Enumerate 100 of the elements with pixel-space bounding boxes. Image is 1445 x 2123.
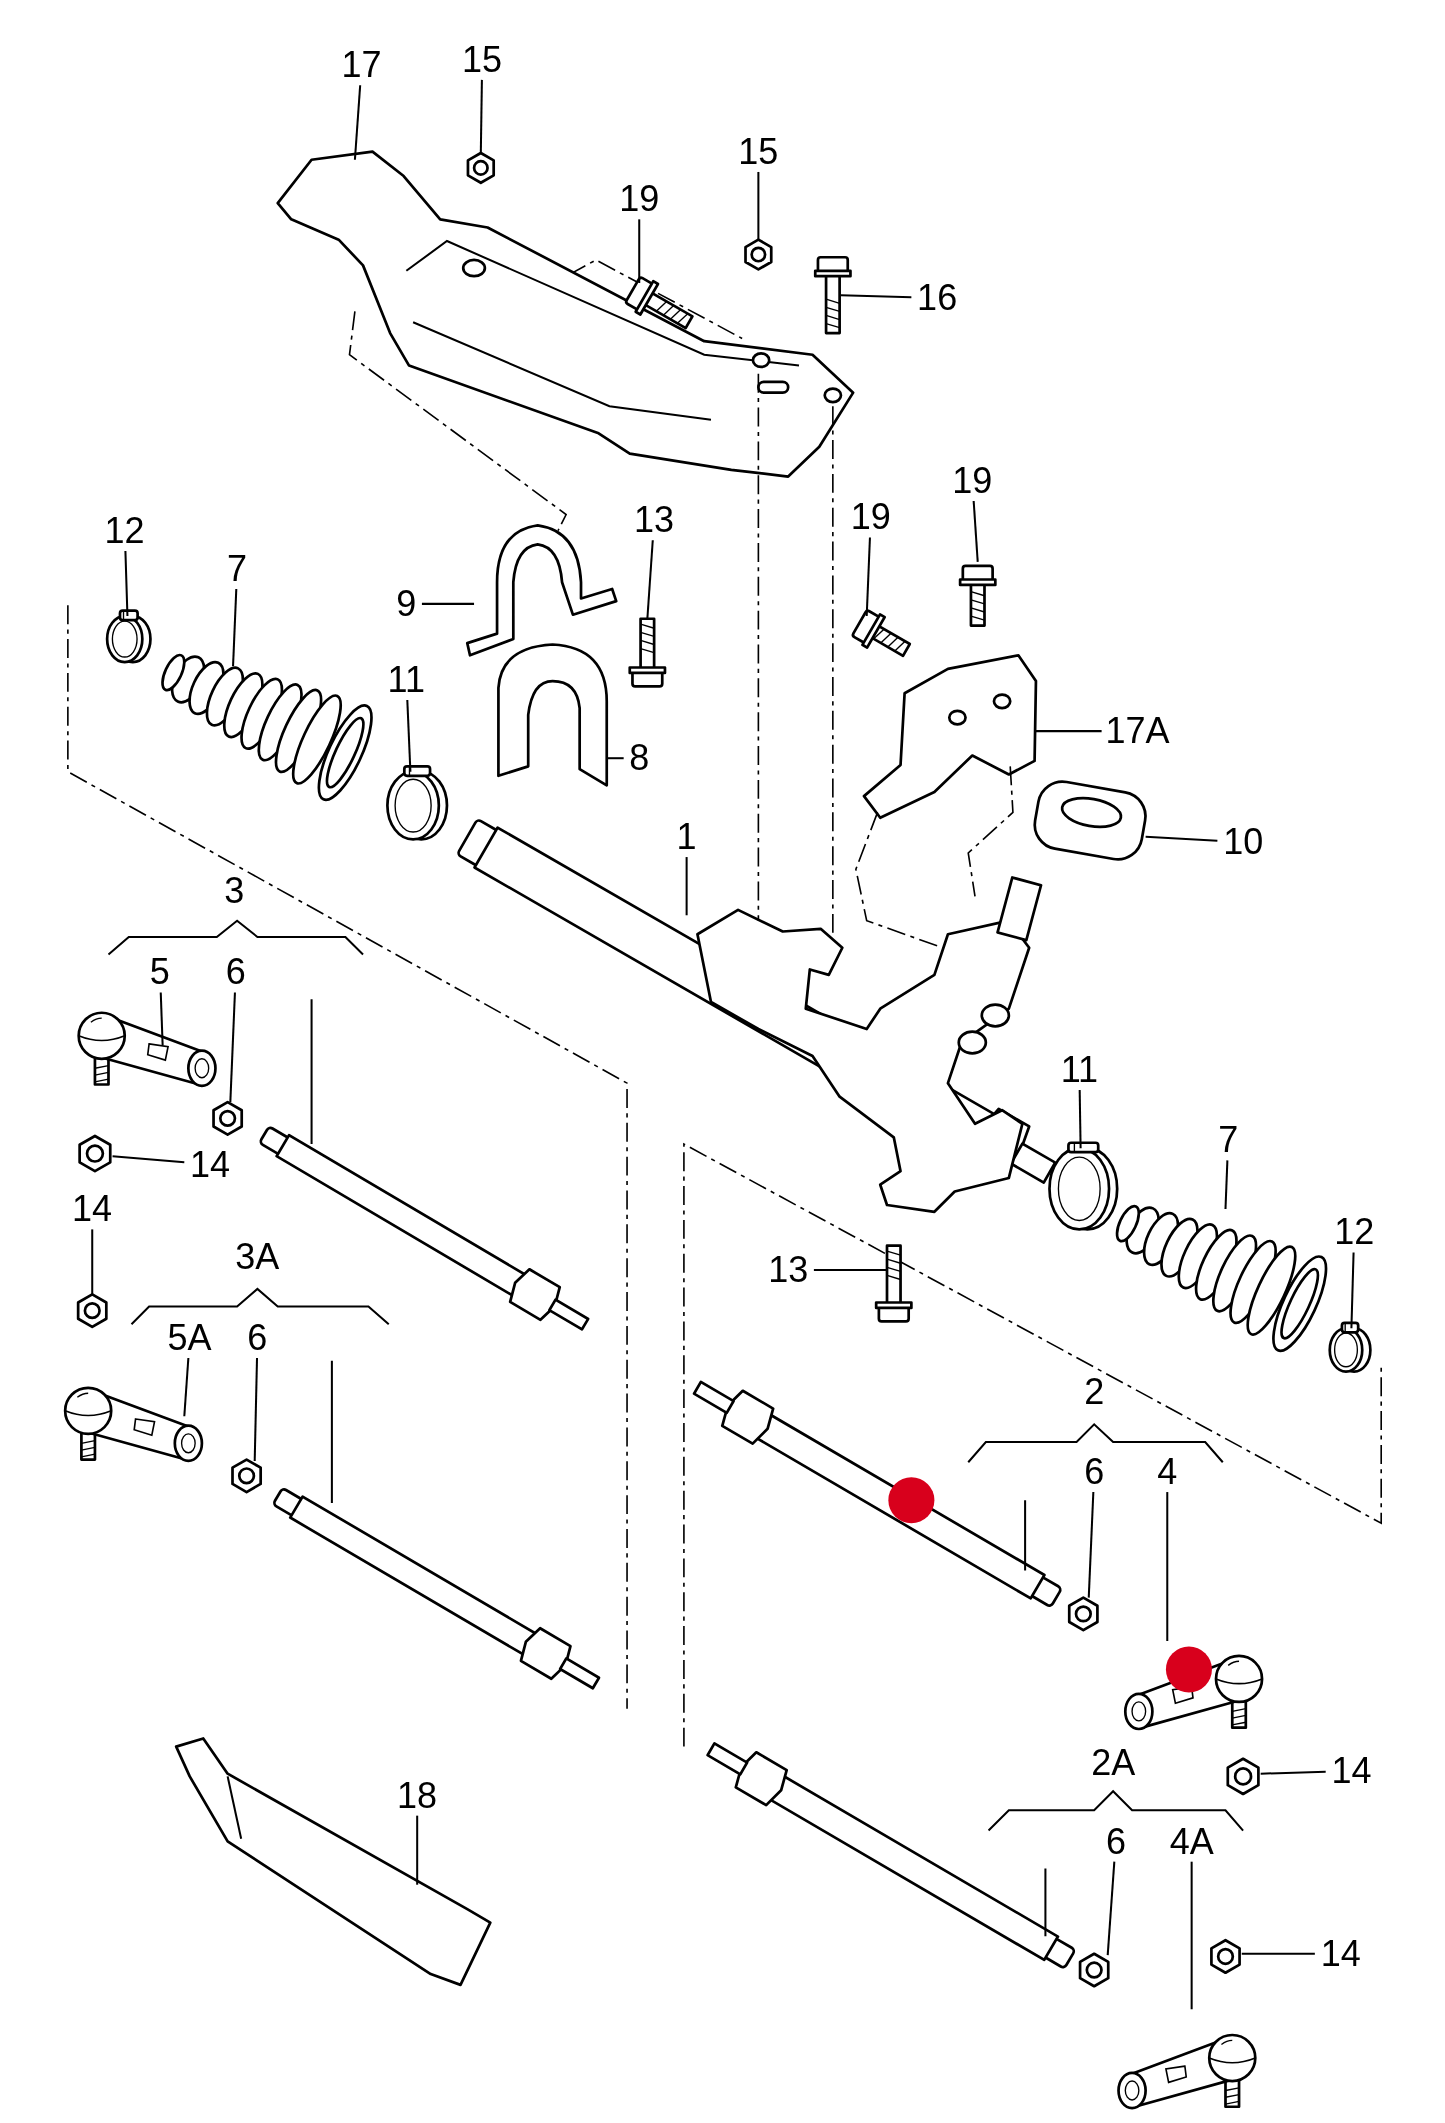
leader-line <box>1350 1252 1355 1329</box>
hex-nut <box>212 1100 244 1136</box>
tie-rod-end <box>77 1011 217 1088</box>
leader-line <box>646 540 654 619</box>
hose-clamp <box>386 765 449 841</box>
leader-line <box>479 79 483 153</box>
callout-number: 19 <box>619 181 660 218</box>
leader-line <box>406 699 412 772</box>
callout-number: 12 <box>104 512 145 549</box>
callout-number: 12 <box>1334 1214 1375 1251</box>
leader-line <box>1241 1952 1315 1955</box>
mounting-clamp <box>465 523 618 657</box>
leader-line <box>159 992 164 1046</box>
leader-line <box>91 1229 94 1295</box>
callout-number: 14 <box>1320 1936 1361 1973</box>
leader-line <box>183 1357 190 1417</box>
leader-line <box>840 294 912 299</box>
leader-line <box>416 1815 419 1885</box>
leader-line <box>813 1269 887 1272</box>
hex-nut <box>231 1458 263 1494</box>
leader-line <box>606 757 624 760</box>
assembly-guide-line <box>855 811 944 949</box>
hex-nut <box>744 238 773 271</box>
leader-line <box>1078 1089 1082 1149</box>
hex-nut <box>1210 1938 1241 1975</box>
callout-number: 4 <box>1157 1454 1178 1491</box>
hex-nut <box>1078 1952 1110 1988</box>
callout-number: 8 <box>629 740 650 777</box>
tie-rod-end <box>1117 2033 1257 2110</box>
callout-number: 3 <box>224 873 245 910</box>
hex-nut <box>78 1134 112 1173</box>
callout-number: 2A <box>1091 1745 1136 1782</box>
callout-number: 4A <box>1169 1823 1214 1860</box>
callout-number: 5 <box>149 954 170 991</box>
leader-line <box>1224 1160 1229 1210</box>
leader-line <box>1106 1861 1116 1956</box>
callout-number: 1 <box>676 818 697 855</box>
callout-number: 19 <box>952 462 993 499</box>
callout-number: 2 <box>1084 1374 1105 1411</box>
hex-nut <box>1067 1596 1099 1632</box>
leader-line <box>112 1155 185 1164</box>
assembly-guide-line <box>757 372 760 922</box>
callout-number: 18 <box>397 1777 438 1814</box>
assembly-guide-line <box>967 765 1014 898</box>
callout-number: 13 <box>634 502 675 539</box>
callout-number: 17A <box>1105 713 1170 750</box>
bellows-boot <box>161 653 373 802</box>
bolt <box>628 617 667 688</box>
leader-line <box>1166 1492 1169 1641</box>
callout-number: 11 <box>1060 1051 1099 1088</box>
tie-rod-end <box>63 1386 204 1463</box>
bolt <box>850 608 912 658</box>
leader-line <box>1260 1770 1326 1775</box>
assembly-guide-line <box>832 405 834 936</box>
rubber-bushing <box>497 643 609 787</box>
grease-tube <box>174 1737 492 1987</box>
hose-clamp <box>1048 1141 1119 1231</box>
callout-number: 11 <box>387 661 425 698</box>
callout-number: 14 <box>72 1191 113 1228</box>
leader-line <box>1087 1492 1095 1598</box>
bolt <box>958 564 997 627</box>
bellows-boot <box>1115 1204 1328 1353</box>
assembly-guide-line <box>348 310 568 532</box>
callout-number: 14 <box>189 1146 230 1183</box>
leader-line <box>1190 1861 1193 2010</box>
callout-number: 6 <box>1084 1454 1105 1491</box>
callout-number: 7 <box>1218 1122 1239 1159</box>
heat-shield <box>862 653 1038 820</box>
callout-number: 19 <box>850 499 891 536</box>
callout-number: 10 <box>1223 824 1264 861</box>
leader-line <box>865 537 871 617</box>
callout-number: 9 <box>396 586 417 622</box>
callout-number: 15 <box>462 41 503 78</box>
hex-nut <box>76 1293 108 1329</box>
leader-line <box>638 219 641 283</box>
leader-line <box>972 500 979 562</box>
callout-number: 6 <box>225 954 246 991</box>
leader-line <box>1145 835 1218 842</box>
leader-line <box>1035 730 1102 733</box>
leader-line <box>353 85 362 160</box>
hose-clamp <box>105 609 152 664</box>
leader-line <box>124 551 129 617</box>
callout-number: 5A <box>167 1320 212 1356</box>
bolt <box>623 275 694 330</box>
leader-line <box>232 588 238 667</box>
callout-number: 13 <box>768 1252 809 1289</box>
callout-number: 16 <box>917 279 958 316</box>
leader-line <box>253 1358 259 1461</box>
callout-number: 17 <box>341 47 382 83</box>
leader-line <box>229 992 236 1103</box>
callout-number: 3A <box>235 1238 280 1275</box>
callout-number: 7 <box>226 550 247 587</box>
hex-nut <box>1226 1757 1260 1796</box>
callout-number: 6 <box>1105 1823 1126 1860</box>
callout-number: 6 <box>247 1320 268 1356</box>
hex-nut <box>466 151 496 185</box>
callout-number: 15 <box>738 133 779 170</box>
leader-line <box>757 171 760 240</box>
hose-clamp <box>1328 1321 1372 1373</box>
bolt <box>813 255 852 335</box>
